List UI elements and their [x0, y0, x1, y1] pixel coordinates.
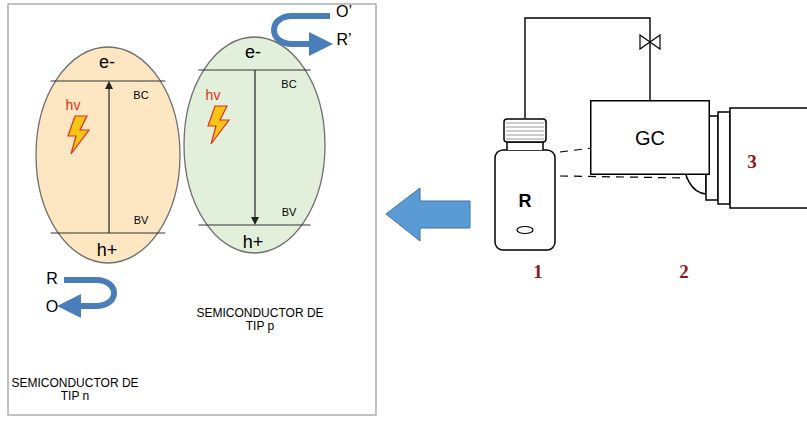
callout-number: 1 [533, 262, 543, 283]
photoreactor: R [493, 118, 557, 252]
light-beam [560, 176, 688, 178]
band-label: BC [281, 78, 296, 90]
node-shape [183, 36, 326, 254]
carrier-label: e- [99, 53, 115, 73]
semiconductor-caption: SEMICONDUCTOR DE TIP n [11, 377, 139, 403]
species-label: O [46, 298, 58, 316]
photon-label: hv [206, 88, 221, 103]
redox-arrow [274, 16, 330, 44]
carrier-label: h+ [97, 241, 118, 261]
carrier-label: h+ [243, 233, 264, 253]
node-shape [493, 118, 557, 252]
species-label: R [46, 270, 58, 288]
band-label: BC [133, 89, 148, 101]
n-semiconductor: e-BChvBVh+SEMICONDUCTOR DE TIP n [35, 46, 181, 264]
band-label: BV [282, 206, 297, 218]
panel-frame [8, 4, 376, 415]
node-shape [35, 46, 181, 264]
semiconductor-caption: SEMICONDUCTOR DE TIP p [196, 307, 324, 333]
callout-number: 3 [747, 152, 757, 173]
gas-chromatograph: GC [590, 100, 710, 175]
species-label: O’ [336, 3, 352, 21]
carrier-label: e- [245, 43, 261, 63]
species-label: R’ [336, 31, 351, 49]
block-arrow [386, 188, 470, 241]
photon-label: hv [66, 98, 81, 113]
band-label: BV [134, 214, 149, 226]
p-semiconductor: e-BChvBVh+SEMICONDUCTOR DE TIP p [183, 36, 326, 254]
redox-arrow [64, 280, 114, 306]
instrument-label: GC [635, 127, 665, 149]
reactor-label: R [519, 192, 532, 212]
callout-number: 2 [679, 262, 689, 283]
